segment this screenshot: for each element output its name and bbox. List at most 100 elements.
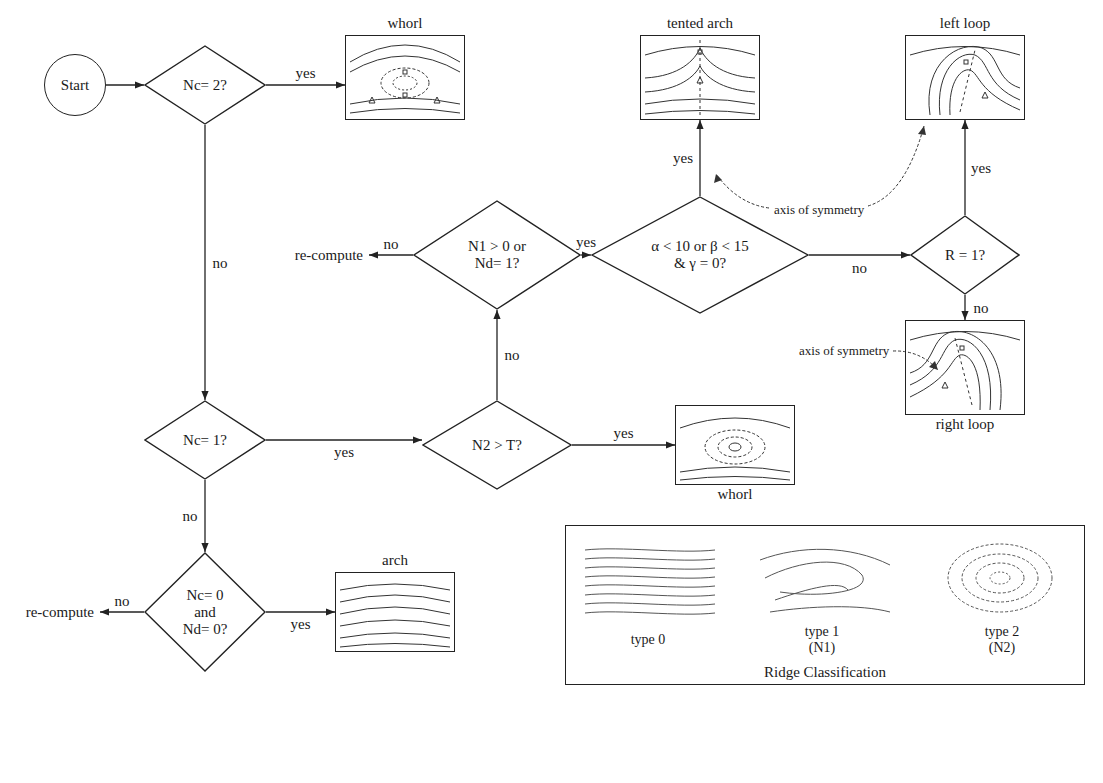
connector-line (699, 120, 700, 196)
decision-text: Nc= 1? (183, 432, 227, 449)
decision-diamond: Nc= 0 and Nd= 0? (144, 552, 266, 672)
edge-label: no (211, 255, 230, 271)
edge-label: yes (671, 150, 695, 166)
arrow-head (201, 543, 208, 552)
connector-line (266, 84, 345, 85)
edge-label: yes (294, 65, 318, 81)
branch-label: no (382, 236, 401, 252)
ridge-type-sketches (585, 594, 715, 596)
whorl-sketch (350, 45, 460, 62)
arrow-head (326, 608, 335, 615)
connector-line (964, 120, 965, 215)
whorl-sketch (680, 418, 790, 480)
class-heading: tented arch (641, 15, 759, 32)
decision-text: Nc= 0 and Nd= 0? (180, 587, 230, 638)
ridge-type-sketches (765, 562, 863, 594)
left-loop-sketch (950, 70, 1020, 115)
class-heading: right loop (906, 416, 1024, 433)
decision-text: N2 > T? (472, 437, 522, 454)
arrow-head (961, 311, 968, 320)
ridge-type-sketches (585, 549, 715, 551)
arrow-head (413, 436, 422, 443)
decision-diamond: N2 > T? (422, 400, 572, 490)
arrow-head (100, 608, 109, 615)
whorl-sketch (434, 97, 440, 103)
arrow-head (961, 120, 968, 129)
symmetry-leader (868, 126, 924, 206)
panel-title: Ridge Classification (764, 664, 886, 681)
whorl-sketch (718, 437, 752, 457)
arch-sketch (340, 633, 450, 638)
terminal-text: Start (61, 77, 89, 94)
left-loop-sketch (910, 46, 1020, 115)
right-loop-sketch (910, 355, 980, 410)
flow-arrow (493, 310, 500, 400)
edge-label: no (503, 347, 522, 363)
whorl-sketch (350, 109, 460, 114)
ridge-type-label: type 1 (N1) (795, 624, 849, 656)
arch-sketch (340, 607, 450, 614)
whorl-sketch (680, 418, 790, 428)
start-terminal: Start (44, 54, 106, 116)
class-image-box: whorl (675, 405, 795, 485)
decision-diamond: Nc= 1? (144, 400, 266, 480)
arrow-head (135, 81, 144, 88)
ridge-type-sketches (770, 607, 890, 612)
arch-sketch (340, 644, 450, 648)
diamond-outline (145, 401, 265, 479)
arrow-head (901, 251, 910, 258)
edge-label: yes (969, 160, 993, 176)
ridge-type-sketches (585, 576, 715, 578)
decision-diamond: Nc= 2? (144, 45, 266, 125)
recompute-arrow (369, 251, 413, 258)
axis-note: axis of symmetry (772, 202, 866, 218)
flow-arrow (266, 608, 335, 615)
edge-label: yes (332, 444, 356, 460)
class-heading: arch (336, 552, 454, 569)
edge-label: no (972, 300, 991, 316)
left-loop-sketch (929, 46, 1020, 115)
connector-line (266, 611, 335, 612)
arch-sketch (340, 620, 450, 626)
class-heading: left loop (906, 15, 1024, 32)
class-image-box: left loop (905, 35, 1025, 120)
arch-sketch (340, 584, 450, 590)
diamond-outline (423, 401, 571, 489)
left-loop-sketch (960, 50, 975, 112)
ridge-type-sketches (585, 558, 715, 560)
ridge-type-sketches (585, 585, 715, 587)
arrow-head (336, 81, 345, 88)
class-image-box: arch (335, 572, 455, 652)
ridge-type-sketches (962, 554, 1038, 602)
ridge-type-label: type 0 (629, 632, 668, 648)
whorl-sketch (381, 68, 429, 98)
ridge-type-sketches (948, 544, 1052, 612)
edge-label: no (181, 508, 200, 524)
decision-text: Nc= 2? (183, 77, 227, 94)
symmetry-leader-head (929, 361, 938, 370)
connector-line (496, 310, 497, 400)
edge-label: yes (574, 234, 598, 250)
arrow-head (493, 310, 500, 319)
ridge-type-sketches (990, 572, 1010, 584)
whorl-sketch (403, 70, 407, 74)
class-image-box: right loop (905, 320, 1025, 415)
whorl-sketch (403, 93, 407, 97)
tented-arch-sketch (697, 77, 703, 83)
right-loop-sketch (910, 331, 1020, 410)
flow-arrow (106, 81, 144, 88)
whorl-sketch (729, 443, 741, 451)
ridge-type-sketches (585, 544, 1052, 614)
flow-arrow (201, 125, 208, 400)
decision-diamond: N1 > 0 or Nd= 1? (413, 200, 581, 310)
ridge-type-sketches (585, 567, 715, 569)
class-heading: whorl (676, 486, 794, 503)
ridge-type-sketches (775, 585, 848, 600)
whorl-sketch (350, 98, 460, 104)
arch-sketch (340, 584, 450, 647)
edge-label: no (850, 260, 869, 276)
flow-arrow (581, 251, 591, 258)
whorl-sketch (393, 76, 417, 90)
whorl-sketch (680, 467, 790, 472)
